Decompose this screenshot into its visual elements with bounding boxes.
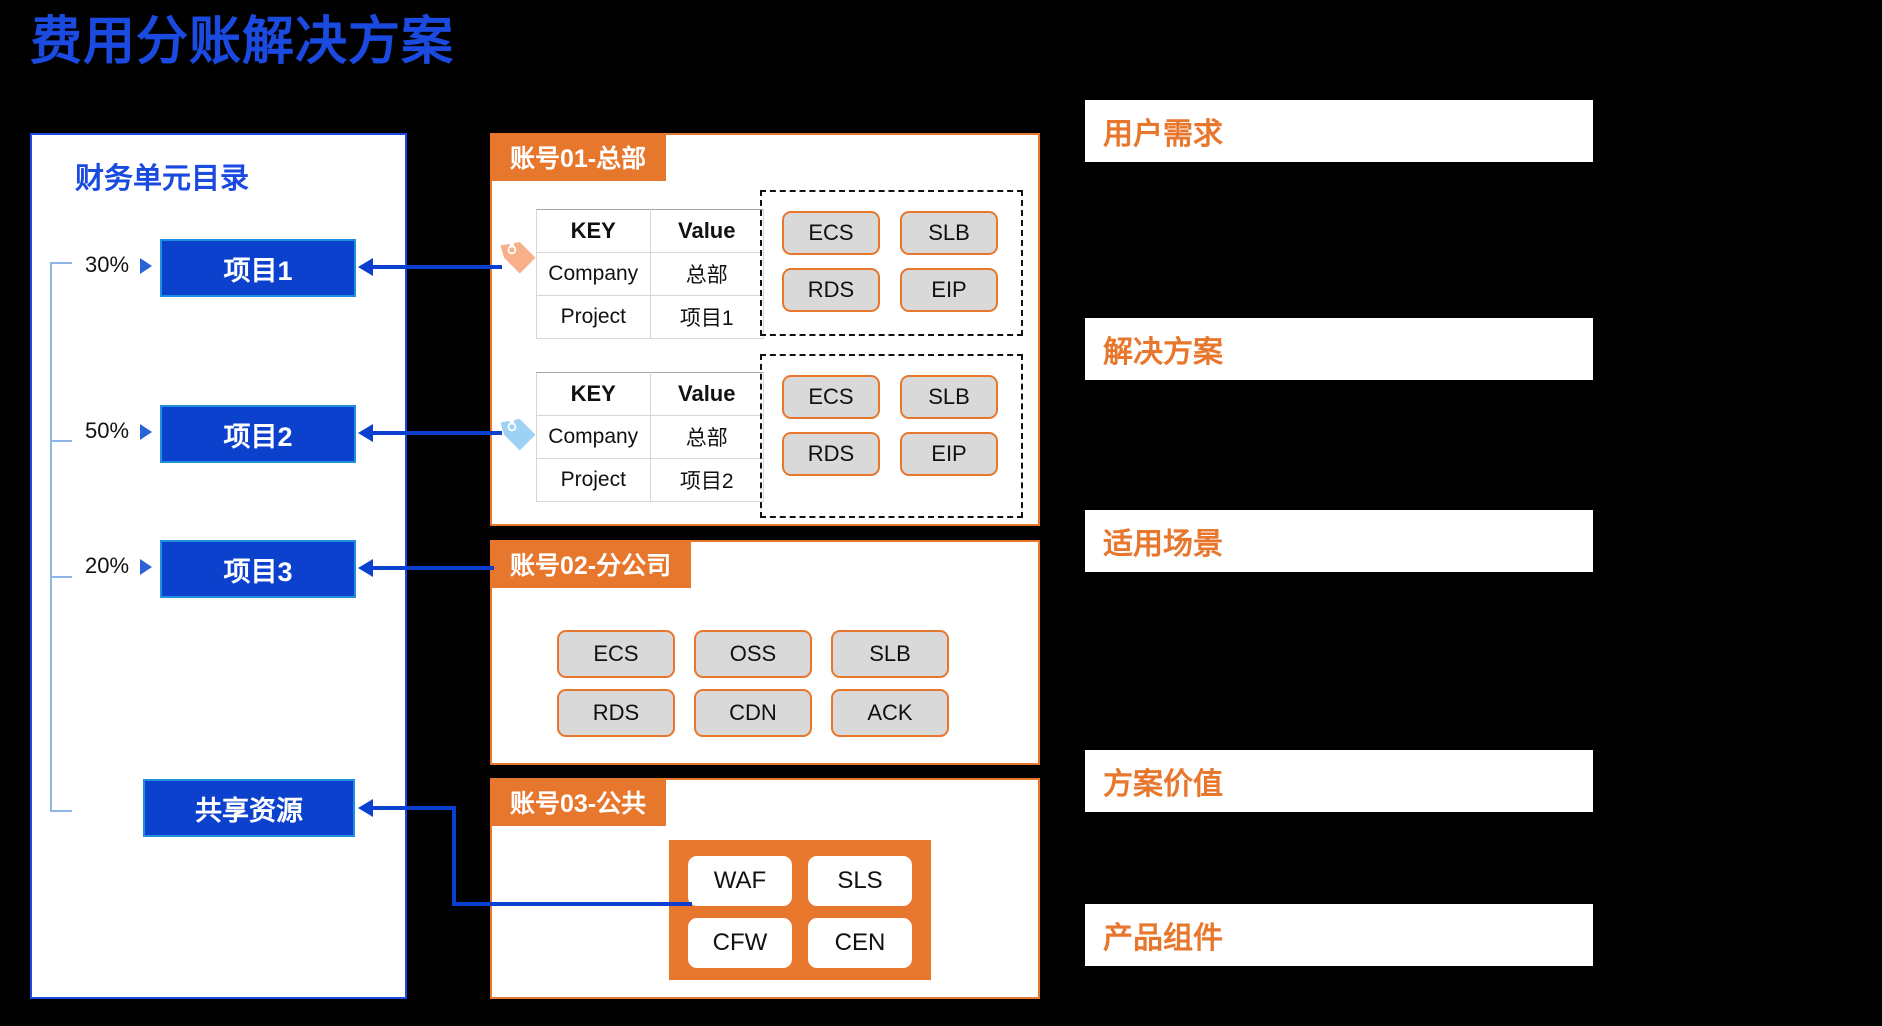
tag-table-2: KEY Value Company 总部 Project 项目2 — [536, 372, 764, 502]
service-box-rds-acct2[interactable]: RDS — [557, 689, 675, 737]
service-box-eip-1[interactable]: EIP — [900, 268, 998, 312]
connector-project-1-arrow-icon — [358, 258, 373, 276]
service-box-ecs-2[interactable]: ECS — [782, 375, 880, 419]
bracket-tick-1 — [50, 262, 72, 264]
service-box-ack-acct2[interactable]: ACK — [831, 689, 949, 737]
connector-shared-vertical — [452, 806, 456, 906]
service-box-slb-1[interactable]: SLB — [900, 211, 998, 255]
tag-table-2-header-key: KEY — [536, 372, 651, 416]
tag-table-1: KEY Value Company 总部 Project 项目1 — [536, 209, 764, 339]
service-box-cfw[interactable]: CFW — [688, 918, 792, 968]
account-panel-03-header: 账号03-公共 — [490, 778, 667, 826]
tag-table-1-row-1-value: 总部 — [649, 252, 764, 296]
tag-table-2-row-1-value: 总部 — [649, 415, 764, 459]
project-box-3[interactable]: 项目3 — [160, 540, 356, 598]
allocation-percent-2: 50% — [85, 418, 130, 443]
connector-project-2-arrow-icon — [358, 424, 373, 442]
tag-table-2-header-value: Value — [649, 372, 764, 416]
service-box-waf[interactable]: WAF — [688, 856, 792, 906]
service-box-cdn-acct2[interactable]: CDN — [694, 689, 812, 737]
tag-table-1-header-value: Value — [649, 209, 764, 253]
tag-table-1-row-1-key: Company — [536, 252, 651, 296]
tag-table-1-row-2-value: 项目1 — [649, 295, 764, 339]
tag-table-1-row-2-key: Project — [536, 295, 651, 339]
allocation-percent-3: 20% — [85, 553, 130, 578]
tag-table-2-row-1-key: Company — [536, 415, 651, 459]
allocation-percent-1: 30% — [85, 252, 130, 277]
connector-project-3 — [372, 566, 494, 570]
bracket-vertical-line — [50, 262, 52, 812]
connector-project-1 — [372, 265, 502, 269]
tag-orange-icon — [500, 240, 536, 274]
account-panel-02-header: 账号02-分公司 — [490, 540, 692, 588]
allocation-bracket — [50, 262, 160, 812]
tag-table-2-row-2-value: 项目2 — [649, 458, 764, 502]
finance-unit-panel-title: 财务单元目录 — [75, 163, 250, 195]
arrow-to-project-3-icon — [140, 559, 152, 575]
service-box-eip-2[interactable]: EIP — [900, 432, 998, 476]
bracket-tick-4 — [50, 810, 72, 812]
connector-project-2 — [372, 431, 502, 435]
service-box-rds-2[interactable]: RDS — [782, 432, 880, 476]
arrow-to-project-1-icon — [140, 258, 152, 274]
service-box-oss-acct2[interactable]: OSS — [694, 630, 812, 678]
connector-shared-horizontal-top — [372, 806, 456, 810]
connector-shared-arrow-icon — [358, 799, 373, 817]
page-title: 费用分账解决方案 — [30, 13, 455, 71]
section-label-use-cases[interactable]: 适用场景 — [1085, 510, 1593, 572]
tag-blue-icon — [500, 417, 536, 451]
section-label-solution[interactable]: 解决方案 — [1085, 318, 1593, 380]
arrow-to-project-2-icon — [140, 424, 152, 440]
tag-table-2-row-2-key: Project — [536, 458, 651, 502]
project-box-1[interactable]: 项目1 — [160, 239, 356, 297]
shared-resource-box[interactable]: 共享资源 — [143, 779, 355, 837]
service-box-ecs-acct2[interactable]: ECS — [557, 630, 675, 678]
connector-shared-horizontal-bottom — [452, 902, 692, 906]
service-box-slb-2[interactable]: SLB — [900, 375, 998, 419]
service-box-rds-1[interactable]: RDS — [782, 268, 880, 312]
account-panel-03: 账号03-公共 — [490, 778, 1040, 999]
section-label-solution-value[interactable]: 方案价值 — [1085, 750, 1593, 812]
account-panel-01-header: 账号01-总部 — [490, 133, 667, 181]
section-label-user-requirements[interactable]: 用户需求 — [1085, 100, 1593, 162]
service-box-ecs-1[interactable]: ECS — [782, 211, 880, 255]
service-box-cen[interactable]: CEN — [808, 918, 912, 968]
connector-project-3-arrow-icon — [358, 559, 373, 577]
project-box-2[interactable]: 项目2 — [160, 405, 356, 463]
service-box-sls[interactable]: SLS — [808, 856, 912, 906]
service-box-slb-acct2[interactable]: SLB — [831, 630, 949, 678]
bracket-tick-3 — [50, 576, 72, 578]
section-label-product-components[interactable]: 产品组件 — [1085, 904, 1593, 966]
tag-table-1-header-key: KEY — [536, 209, 651, 253]
bracket-tick-2 — [50, 440, 72, 442]
service-group-2 — [760, 354, 1023, 518]
service-group-1 — [760, 190, 1023, 336]
